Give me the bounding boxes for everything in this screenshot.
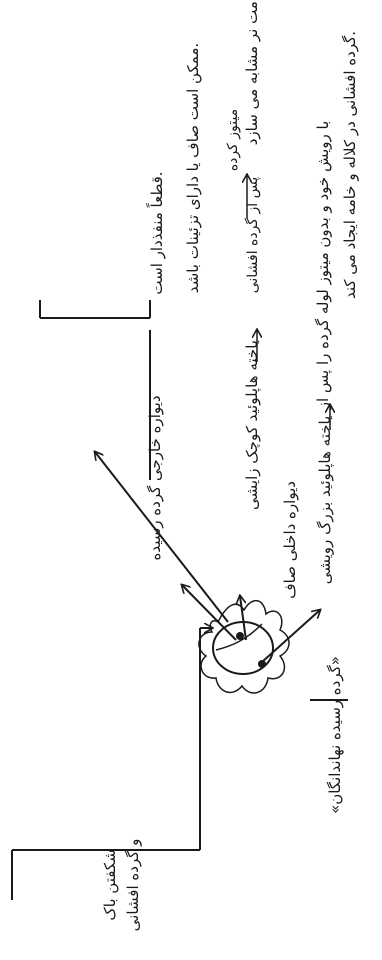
arrow-to-tube-cell xyxy=(261,610,320,663)
generative-cell-label: یاخته هاپلوئید کوچک زایشی xyxy=(243,340,262,510)
anther-bracket xyxy=(11,628,212,900)
generative-cell-boundary xyxy=(215,623,263,651)
mature-pollen-label: «گرده رسیده نهاندانگان» xyxy=(326,656,344,814)
after-pollination-label: پس از گرده افشانی xyxy=(244,177,261,294)
outer-wall-label: دیواره خارجی گرده رسیده xyxy=(146,395,164,560)
generative-nucleus xyxy=(236,632,244,640)
arrow-to-outer-wall xyxy=(95,452,229,623)
arrow-to-generative-cell xyxy=(182,585,237,641)
pollen-grain xyxy=(198,600,290,694)
tube-nucleus xyxy=(258,660,266,668)
outer-wall-fact-2: ممکن است صاف یا دارای تزئینات باشد. xyxy=(184,43,202,293)
arrow-to-inner-wall xyxy=(240,596,247,641)
sperm-forming-label: دو گامت نر مشابه می سازد xyxy=(243,0,261,145)
outer-wall-bracket xyxy=(39,300,151,480)
inner-wall-label: دیواره داخلی صاف xyxy=(281,481,299,599)
mitosis-label: میتوز کرده xyxy=(225,109,241,171)
outer-wall-fact-1: قطعاً منفذدار است. xyxy=(146,171,166,294)
tube-growth-top: با رویش خود و بدون میتوز لوله گرده را پس… xyxy=(314,121,333,411)
tube-cell-label: یاخته هاپلوئید بزرگ رویشی xyxy=(316,416,335,585)
tube-growth-bottom: گرده افشانی در کلاله و خامه ایجاد می کند… xyxy=(341,31,359,299)
anther-label-2: و گرده افشانی xyxy=(124,839,142,932)
anther-label-1: شکفتن باک xyxy=(101,849,119,920)
